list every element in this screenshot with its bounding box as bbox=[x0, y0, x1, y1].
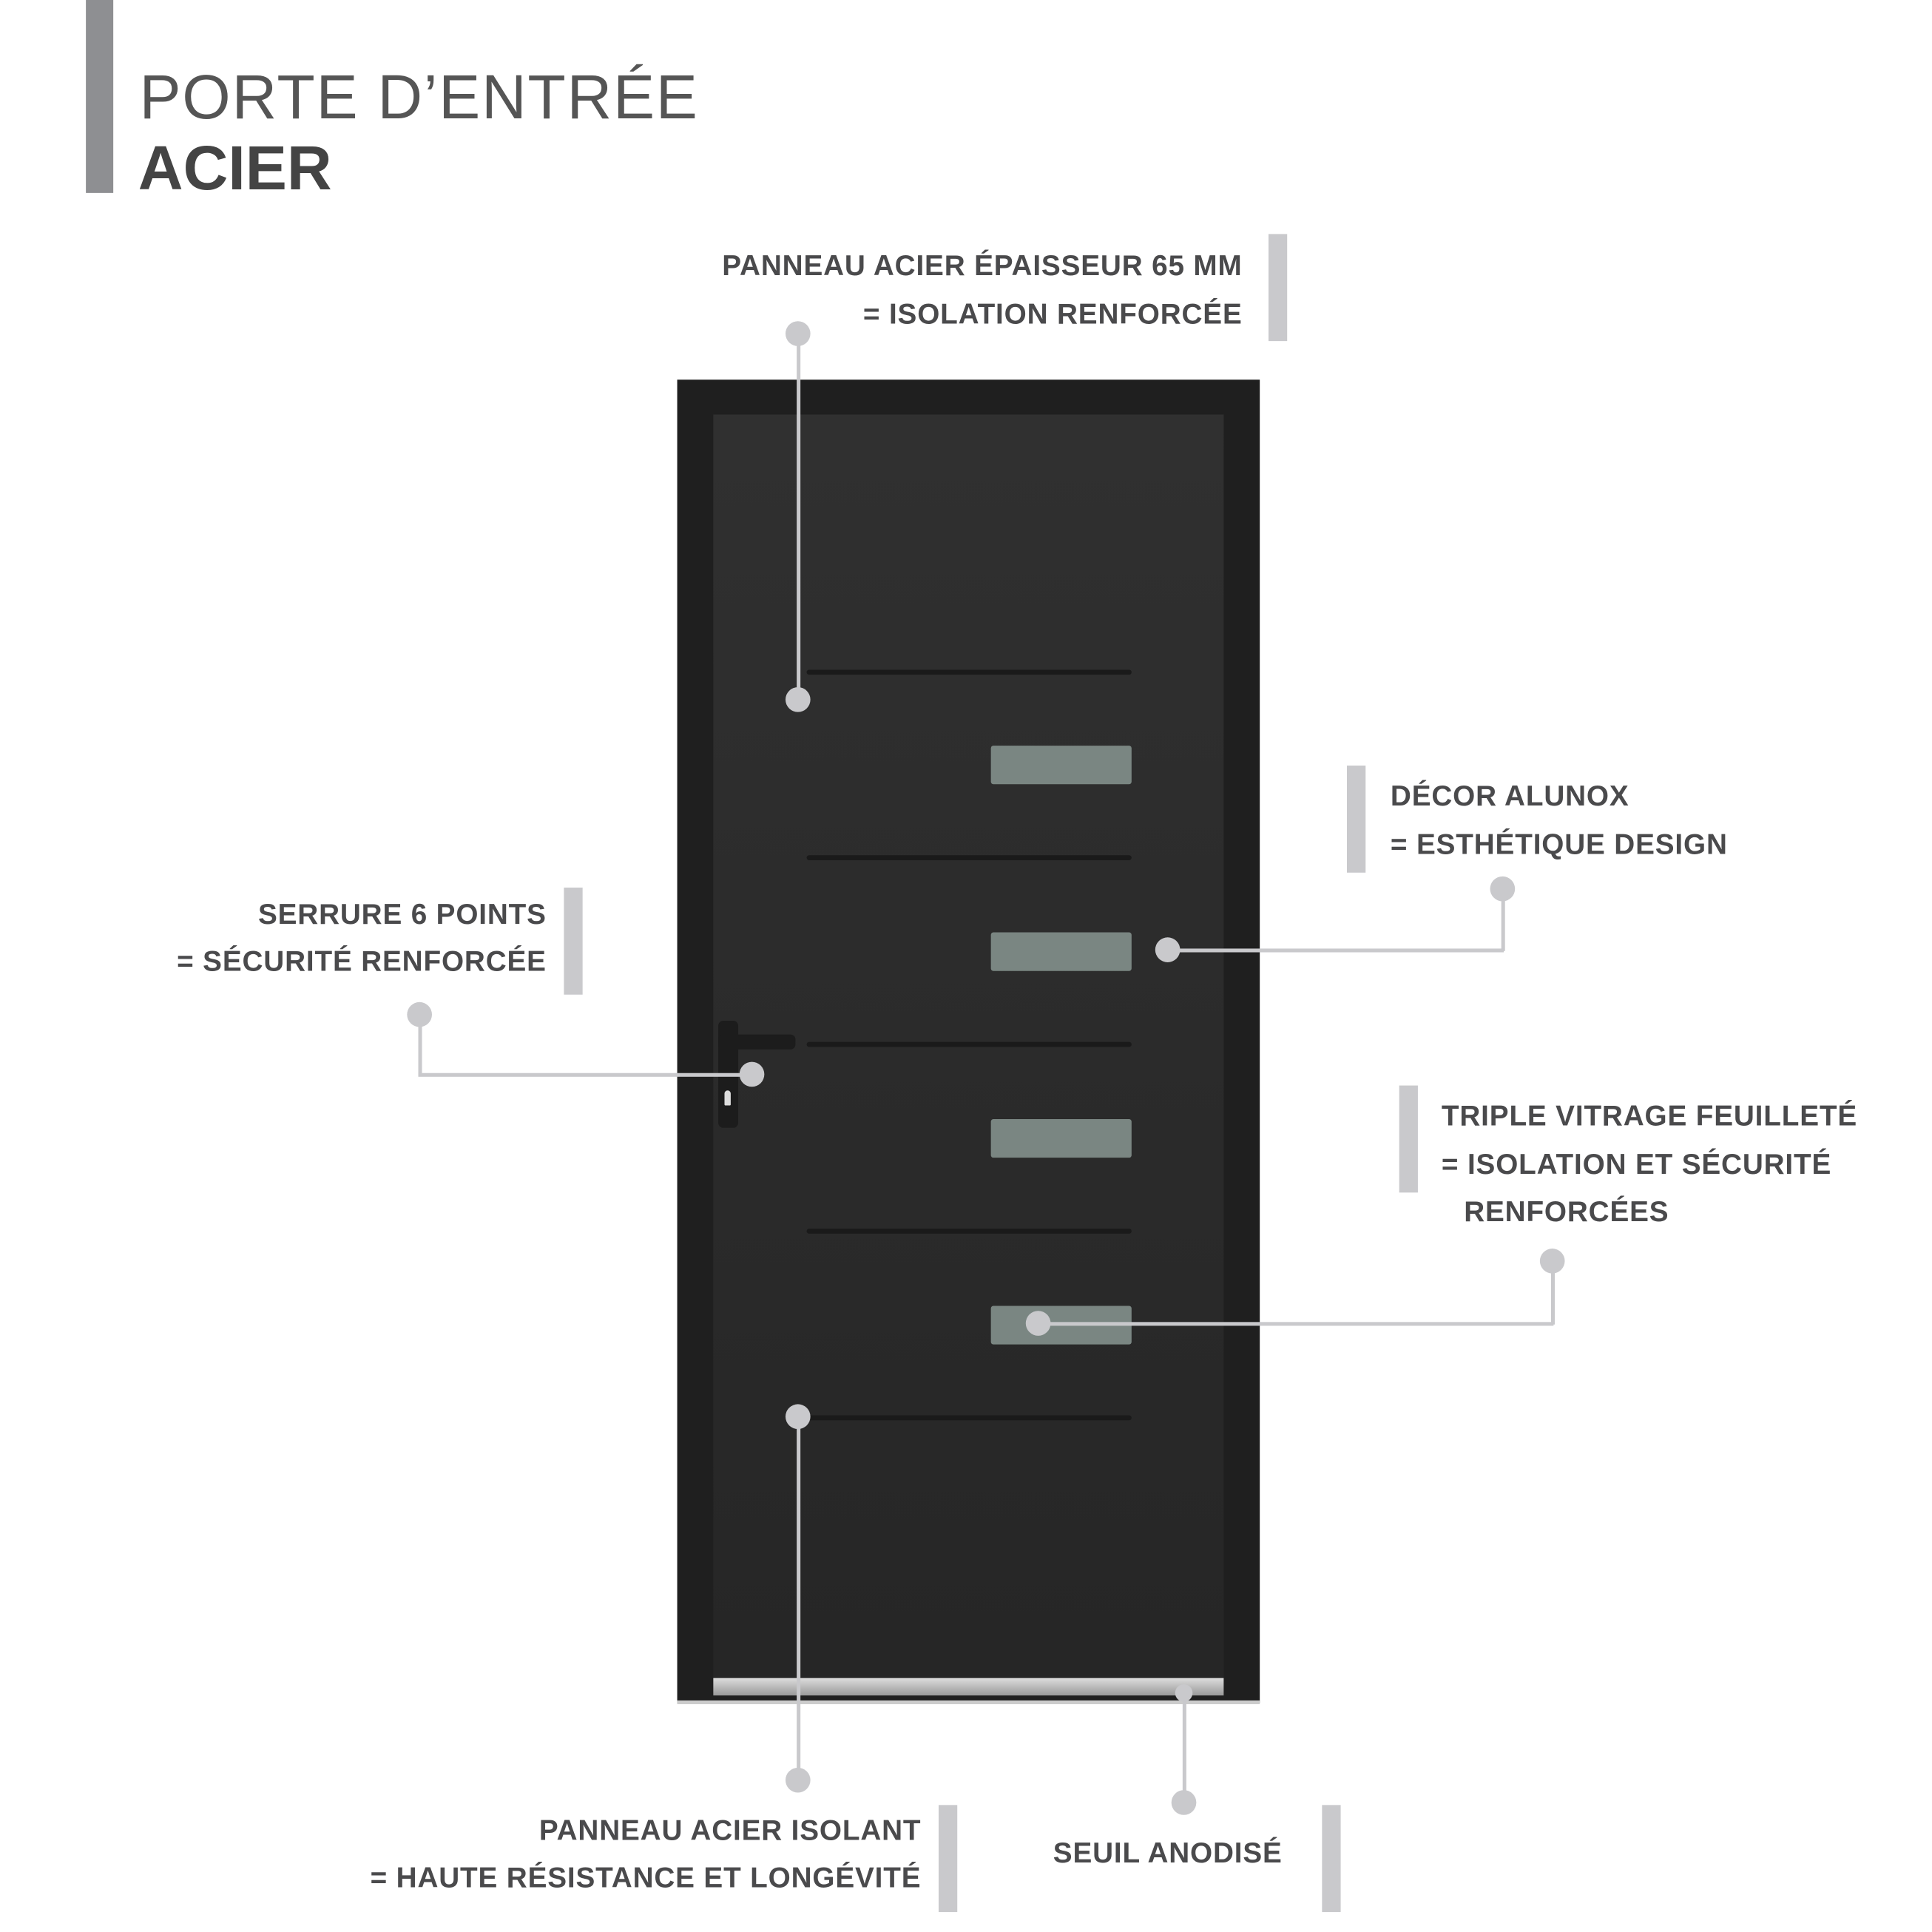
callout-dot bbox=[1025, 1311, 1051, 1336]
callout-dot bbox=[1490, 876, 1516, 902]
glass-pane bbox=[990, 932, 1132, 971]
title-line2: ACIER bbox=[138, 133, 332, 203]
callout-dot bbox=[785, 1767, 811, 1793]
threshold bbox=[713, 1678, 1224, 1696]
callout-bar bbox=[1399, 1085, 1418, 1193]
leader-line bbox=[1550, 1260, 1555, 1325]
title-accent-bar bbox=[86, 0, 114, 193]
callout-glazing-line2: = ISOLATION ET SÉCURITÉ bbox=[1441, 1147, 1832, 1181]
leader-line bbox=[1181, 1692, 1186, 1803]
callout-dot bbox=[1155, 937, 1181, 962]
callout-dot bbox=[785, 687, 811, 712]
title-line1: PORTE D’ENTRÉE bbox=[139, 62, 699, 132]
callout-dot bbox=[785, 1404, 811, 1430]
leader-line bbox=[418, 1072, 752, 1076]
leader-line bbox=[796, 1416, 800, 1780]
callout-decor-line2: = ESTHÉTIQUE DESIGN bbox=[1390, 828, 1728, 860]
leader-line bbox=[796, 334, 800, 700]
callout-insulating-panel-line2: = HAUTE RÉSISTANCE ET LONGÉVITÉ bbox=[370, 1861, 922, 1894]
callout-glazing-line1: TRIPLE VITRAGE FEUILLETÉ bbox=[1441, 1099, 1858, 1132]
callout-lock-line2: = SÉCURITÉ RENFORCÉE bbox=[177, 945, 547, 978]
leader-line bbox=[417, 1014, 422, 1076]
callout-bar bbox=[938, 1805, 958, 1913]
leader-line bbox=[1167, 948, 1504, 952]
decor-groove bbox=[806, 1229, 1132, 1234]
callout-dot bbox=[1175, 1684, 1193, 1702]
callout-bar bbox=[1268, 234, 1288, 342]
callout-dot bbox=[407, 1002, 432, 1027]
glass-pane bbox=[990, 1119, 1132, 1158]
callout-dot bbox=[1171, 1790, 1197, 1815]
callout-panel-thickness-line2: = ISOLATION RENFORCÉE bbox=[862, 297, 1243, 330]
decor-groove bbox=[806, 855, 1132, 860]
leader-line bbox=[1500, 888, 1504, 951]
floor-line bbox=[677, 1700, 1260, 1705]
decor-groove bbox=[806, 1041, 1132, 1047]
callout-panel-thickness-line1: PANNEAU ACIER ÉPAISSEUR 65 MM bbox=[722, 249, 1243, 282]
callout-bar bbox=[1346, 766, 1366, 873]
callout-decor-line1: DÉCOR ALUNOX bbox=[1390, 779, 1629, 812]
callout-threshold-line1: SEUIL ANODISÉ bbox=[1053, 1836, 1283, 1869]
callout-bar bbox=[1322, 1805, 1341, 1913]
decor-groove bbox=[806, 669, 1132, 675]
callout-insulating-panel-line1: PANNEAU ACIER ISOLANT bbox=[538, 1814, 922, 1846]
glass-pane bbox=[990, 746, 1132, 785]
callout-bar bbox=[564, 887, 583, 995]
keyhole-icon bbox=[724, 1090, 731, 1106]
leader-line bbox=[1038, 1321, 1554, 1325]
door-handle-lever bbox=[718, 1034, 796, 1050]
callout-dot bbox=[1539, 1249, 1565, 1274]
callout-lock-line1: SERRURE 6 POINTS bbox=[257, 897, 547, 930]
decor-groove bbox=[806, 1415, 1132, 1421]
callout-glazing-line3: RENFORCÉES bbox=[1464, 1195, 1669, 1228]
callout-dot bbox=[785, 321, 811, 346]
callout-dot bbox=[739, 1061, 765, 1087]
